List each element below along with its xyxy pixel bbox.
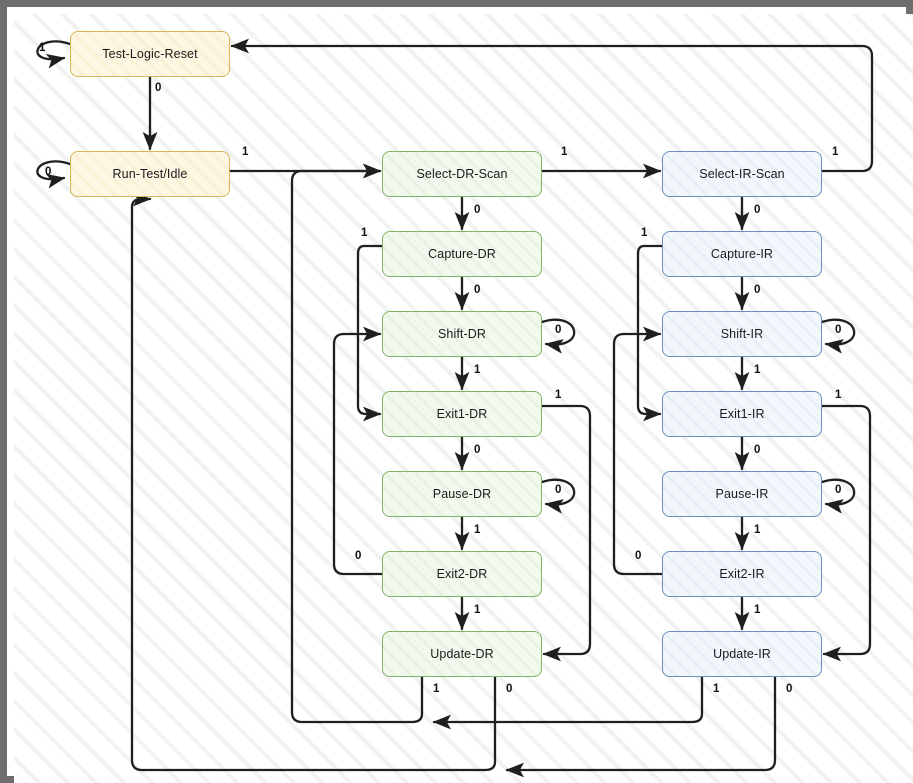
- state-label: Test-Logic-Reset: [102, 47, 198, 61]
- diagram-canvas: Test-Logic-Reset Run-Test/Idle Select-DR…: [14, 14, 913, 783]
- state-pause-dr[interactable]: Pause-DR: [382, 471, 542, 517]
- state-exit1-dr[interactable]: Exit1-DR: [382, 391, 542, 437]
- state-label: Capture-DR: [428, 247, 496, 261]
- edge-exit1dr-upddr: [540, 404, 592, 662]
- state-test-logic-reset[interactable]: Test-Logic-Reset: [70, 31, 230, 77]
- state-label: Run-Test/Idle: [112, 167, 188, 181]
- state-label: Shift-DR: [437, 327, 487, 341]
- state-label: Exit1-DR: [436, 407, 488, 421]
- state-run-test-idle[interactable]: Run-Test/Idle: [70, 151, 230, 197]
- edge-exit2ir-shiftir: [612, 326, 664, 576]
- edge-pausedr-self: [540, 478, 576, 514]
- state-update-dr[interactable]: Update-DR: [382, 631, 542, 677]
- state-pause-ir[interactable]: Pause-IR: [662, 471, 822, 517]
- state-label: Select-DR-Scan: [416, 167, 508, 181]
- state-label: Pause-IR: [715, 487, 769, 501]
- state-label: Shift-IR: [720, 327, 764, 341]
- state-exit2-ir[interactable]: Exit2-IR: [662, 551, 822, 597]
- state-label: Capture-IR: [710, 247, 774, 261]
- edge-pauseir-self: [820, 478, 856, 514]
- edge-layer: [36, 38, 874, 778]
- state-capture-ir[interactable]: Capture-IR: [662, 231, 822, 277]
- edge-exit1ir-updir: [820, 404, 872, 662]
- state-exit1-ir[interactable]: Exit1-IR: [662, 391, 822, 437]
- edge-capdr-exit1dr: [356, 244, 384, 422]
- state-label: Exit2-DR: [436, 567, 488, 581]
- state-exit2-dr[interactable]: Exit2-DR: [382, 551, 542, 597]
- edge-shiftir-self: [820, 318, 856, 354]
- state-capture-dr[interactable]: Capture-DR: [382, 231, 542, 277]
- edge-capir-exit1ir: [636, 244, 664, 422]
- edge-selir-tlr: [230, 38, 874, 173]
- state-label: Update-DR: [430, 647, 494, 661]
- edge-exit2dr-shiftdr: [332, 326, 384, 576]
- state-shift-dr[interactable]: Shift-DR: [382, 311, 542, 357]
- state-label: Select-IR-Scan: [699, 167, 785, 181]
- state-label: Exit1-IR: [719, 407, 765, 421]
- state-select-ir-scan[interactable]: Select-IR-Scan: [662, 151, 822, 197]
- state-shift-ir[interactable]: Shift-IR: [662, 311, 822, 357]
- edge-updir-seldr: [432, 675, 704, 730]
- edge-rti-self: [36, 160, 72, 189]
- state-update-ir[interactable]: Update-IR: [662, 631, 822, 677]
- state-select-dr-scan[interactable]: Select-DR-Scan: [382, 151, 542, 197]
- edge-tlr-self: [36, 40, 72, 69]
- edge-shiftdr-self: [540, 318, 576, 354]
- edge-updir-rti: [505, 675, 777, 778]
- state-label: Exit2-IR: [719, 567, 765, 581]
- edge-upddr-seldr: [290, 163, 424, 724]
- edge-upddr-rti: [130, 191, 497, 772]
- state-label: Update-IR: [713, 647, 771, 661]
- state-label: Pause-DR: [432, 487, 492, 501]
